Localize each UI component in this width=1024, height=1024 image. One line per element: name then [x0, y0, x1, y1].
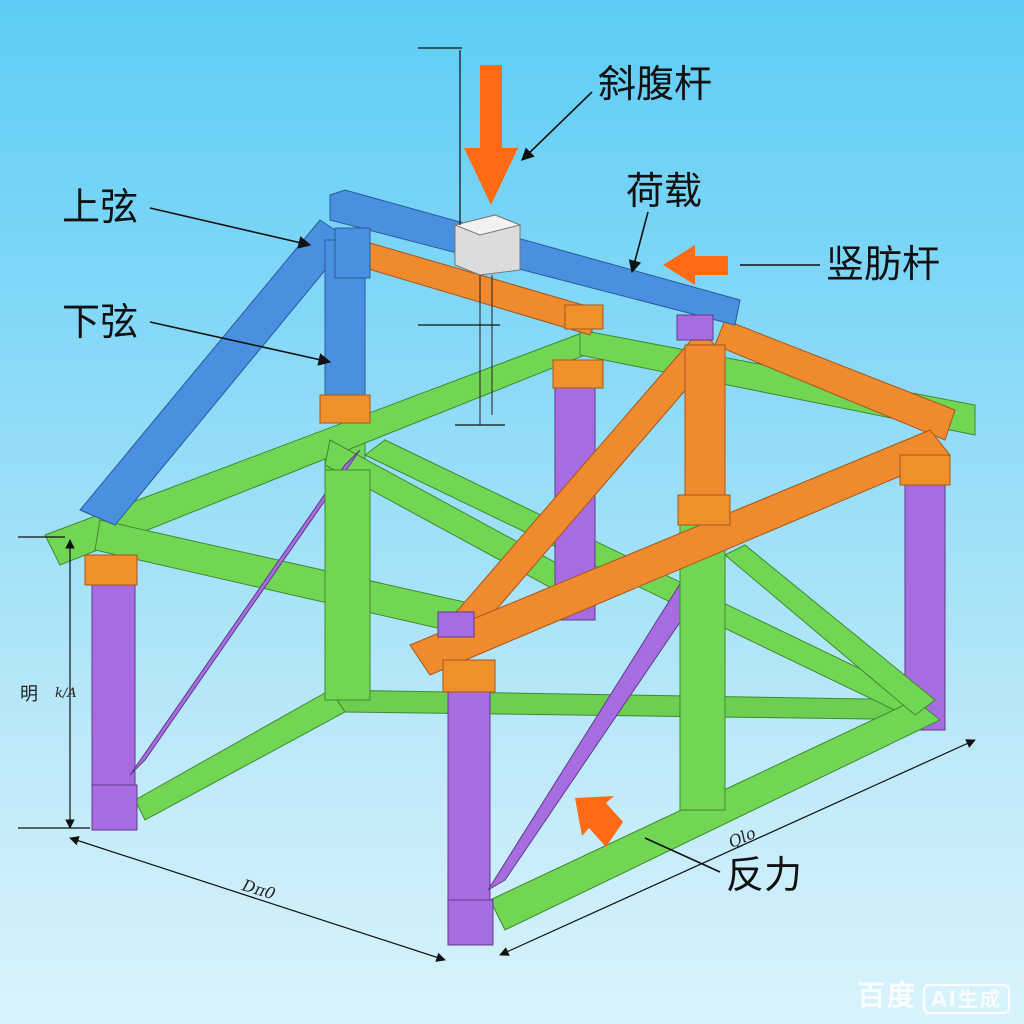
left-green-column: [324, 469, 371, 701]
gusset: [677, 494, 731, 526]
label-top-chord: 上弦: [62, 185, 139, 229]
orange-members: [354, 239, 956, 676]
reaction-arrow: [575, 796, 623, 847]
load-arrow: [464, 65, 518, 205]
force-arrows: [464, 65, 728, 847]
gusset: [564, 304, 604, 330]
left-bottom-green-beam: [134, 689, 346, 821]
gusset: [91, 784, 138, 831]
right-side-frame: [447, 519, 941, 946]
load-leader: [628, 211, 649, 274]
gusset: [676, 314, 714, 341]
gusset: [437, 611, 475, 638]
width-dim-line: [69, 836, 446, 962]
top-chord-leader: [149, 207, 312, 249]
depth-dim-line: [499, 739, 976, 956]
gusset: [334, 227, 371, 279]
left-side-frame: [91, 449, 371, 831]
gusset: [319, 394, 371, 424]
gusset: [447, 899, 494, 946]
blue-top-chord: [79, 189, 741, 526]
gusset: [442, 659, 496, 693]
bottom-chord-leader: [149, 321, 332, 366]
dim-height-b: k/A: [55, 686, 77, 701]
dimension-lines: [18, 47, 976, 962]
gusset: [552, 359, 604, 389]
label-bottom-chord: 下弦: [62, 300, 139, 344]
horizontal-arrow: [663, 245, 728, 285]
load-block: [453, 214, 522, 425]
right-green-diagonal: [724, 544, 936, 716]
dim-height-a: 明: [20, 684, 38, 705]
gusset: [84, 554, 138, 586]
label-diagonal: 斜腹杆: [598, 62, 713, 106]
orange-vertical-post: [684, 344, 726, 521]
watermark-brand: 百度: [857, 979, 918, 1012]
leader-lines: [149, 91, 820, 873]
label-reaction: 反力: [726, 853, 803, 897]
back-base-beam: [329, 689, 947, 721]
diagonal-leader: [521, 91, 593, 161]
watermark-badge: AI生成: [923, 983, 1010, 1014]
left-purple-diagonal: [129, 449, 361, 776]
gusset: [899, 454, 951, 486]
label-vertical: 竖肪杆: [826, 242, 941, 286]
orange-right-rafter: [714, 319, 956, 441]
reaction-leader: [644, 837, 721, 873]
gusset-plates: [84, 227, 951, 946]
label-load: 荷载: [626, 169, 703, 213]
blue-ridge-beam: [329, 189, 741, 326]
